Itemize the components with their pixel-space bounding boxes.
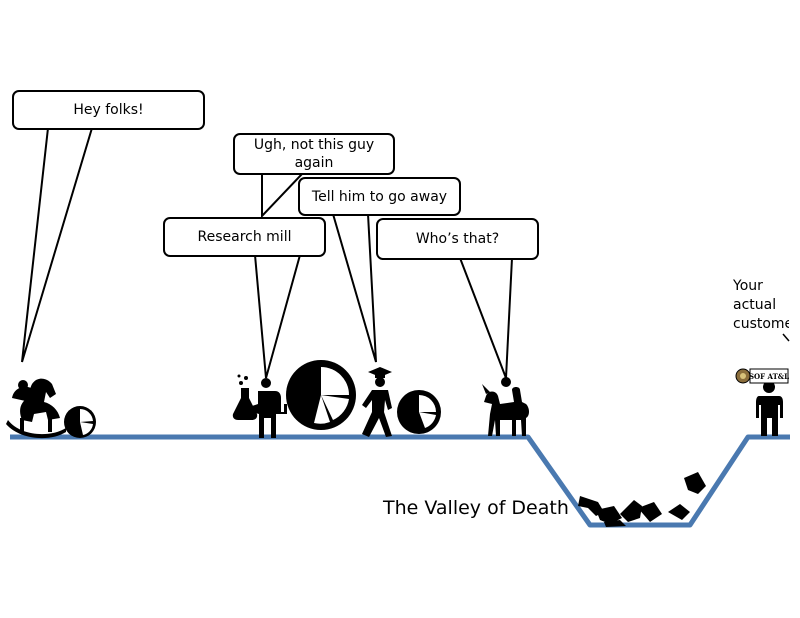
pie-chart-icon — [397, 390, 441, 434]
speech-tails — [21, 127, 514, 379]
customer-logo-text: SOF AT&L — [749, 372, 789, 381]
graduate-icon — [362, 367, 392, 437]
rocking-horse-icon — [6, 378, 66, 439]
scientist-icon — [252, 378, 287, 438]
bubble-research-mill: Research mill — [163, 217, 326, 257]
bubble-ugh: Ugh, not this guy again — [233, 133, 395, 175]
customer-person-icon — [756, 381, 783, 436]
tail-whos — [458, 257, 514, 379]
bubble-whos-that: Who’s that? — [376, 218, 539, 260]
tail-go-away — [331, 213, 377, 363]
customer-logo: SOF AT&L — [735, 368, 789, 384]
pie-chart-icon — [64, 406, 96, 438]
tail-hey — [21, 127, 94, 363]
pie-chart-icon — [286, 360, 356, 430]
unicorn-rider-icon — [482, 377, 529, 436]
tail-ugh — [261, 173, 305, 219]
ground-line — [10, 434, 790, 528]
customer-pointer — [782, 333, 790, 342]
valley-of-death-label: The Valley of Death — [383, 497, 569, 519]
bubble-go-away: Tell him to go away — [298, 177, 461, 216]
fallen-horse-icon — [578, 472, 706, 527]
tail-research — [253, 254, 302, 379]
customer-note: Your actual customer — [733, 278, 789, 332]
flask-icon — [232, 374, 258, 420]
bubble-hey-folks: Hey folks! — [12, 90, 205, 130]
